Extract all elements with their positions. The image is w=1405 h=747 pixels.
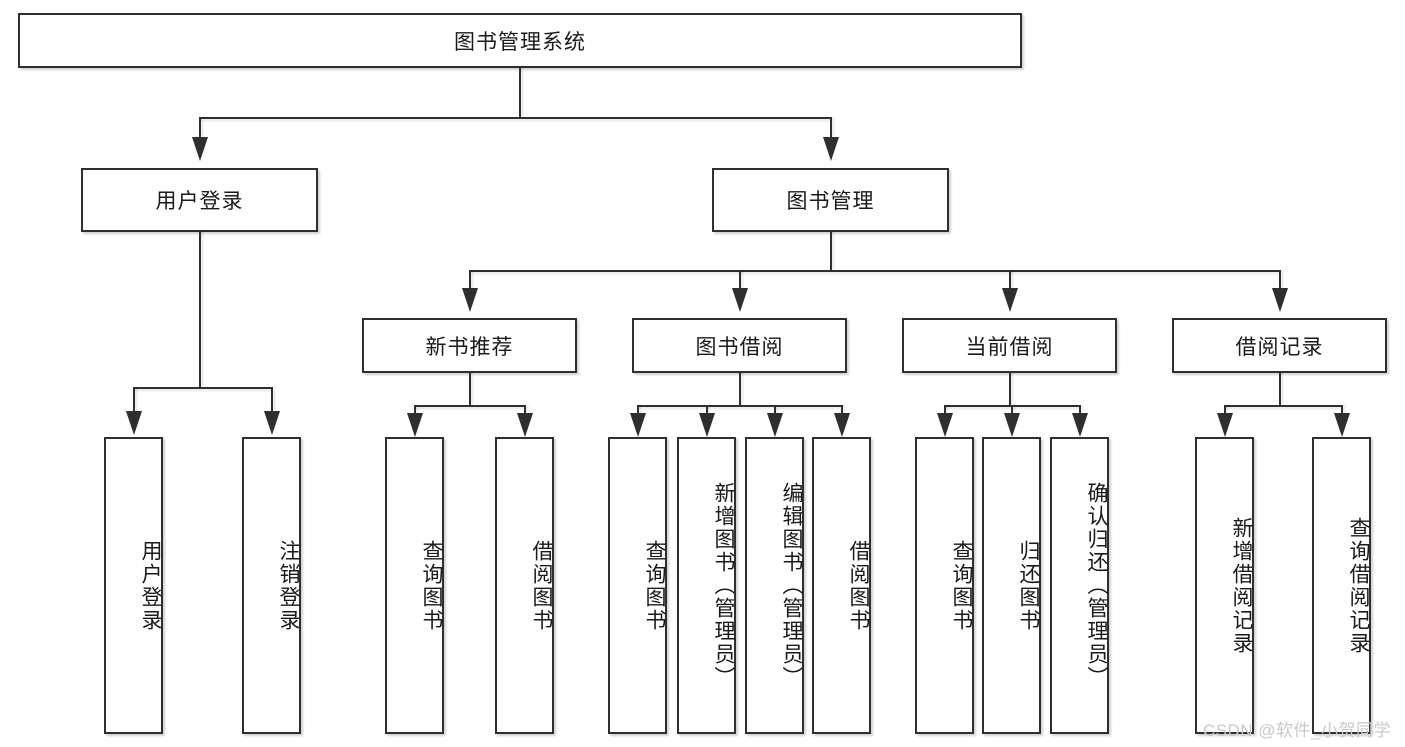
arrowhead-user-login <box>192 137 208 161</box>
leaf-cb-confirm-return-admin[interactable]: 确认归还（管理员） <box>1050 437 1109 734</box>
connector-user-login-stem <box>199 232 201 387</box>
connector-drop-br-add <box>1224 405 1226 413</box>
arrowhead-nb-query <box>407 413 423 437</box>
connector-level1-bus <box>199 117 831 119</box>
leaf-bb-edit-book-admin[interactable]: 编辑图书（管理员） <box>745 437 804 734</box>
node-label: 查询图书 <box>950 539 973 632</box>
arrowhead-bb-borrow <box>834 413 850 437</box>
arrowhead-leaf-user-login <box>126 411 142 435</box>
node-label: 归还图书 <box>1017 539 1040 632</box>
connector-new-book-bus <box>414 405 525 407</box>
connector-drop-leaf-logout <box>271 387 273 411</box>
connector-drop-cb-query <box>944 405 946 413</box>
node-label: 查询图书 <box>643 539 666 632</box>
connector-level2-bus <box>469 270 1280 272</box>
arrowhead-book-manage <box>823 137 839 161</box>
leaf-br-query-record[interactable]: 查询借阅记录 <box>1312 437 1371 734</box>
leaf-nb-query-book[interactable]: 查询图书 <box>385 437 444 734</box>
connector-borrow-record-stem <box>1279 373 1281 405</box>
leaf-cb-return-book[interactable]: 归还图书 <box>982 437 1041 734</box>
connector-drop-borrow-record <box>1279 270 1281 288</box>
arrowhead-borrow-record <box>1272 288 1288 312</box>
leaf-cb-query-book[interactable]: 查询图书 <box>915 437 974 734</box>
connector-drop-bb-edit <box>774 405 776 413</box>
leaf-user-login[interactable]: 用户登录 <box>104 437 163 734</box>
node-label: 新增图书（管理员） <box>712 482 735 689</box>
connector-borrow-record-bus <box>1224 405 1341 407</box>
connector-drop-book-manage <box>830 117 832 137</box>
arrowhead-cb-confirm <box>1072 413 1088 437</box>
node-current-borrow[interactable]: 当前借阅 <box>902 318 1117 373</box>
node-label: 图书借阅 <box>695 335 784 359</box>
node-label: 图书管理 <box>786 190 875 213</box>
arrowhead-new-book <box>462 288 478 312</box>
arrowhead-bb-edit <box>767 413 783 437</box>
arrowhead-bb-add <box>699 413 715 437</box>
connector-drop-br-query <box>1341 405 1343 413</box>
node-label: 借阅图书 <box>530 539 553 632</box>
leaf-bb-borrow-book[interactable]: 借阅图书 <box>812 437 871 734</box>
leaf-br-add-record[interactable]: 新增借阅记录 <box>1195 437 1254 734</box>
node-label: 新增借阅记录 <box>1230 516 1253 655</box>
arrowhead-bb-query <box>630 413 646 437</box>
connector-drop-book-borrow <box>739 270 741 288</box>
arrowhead-br-query <box>1334 413 1350 437</box>
arrowhead-leaf-logout <box>264 411 280 435</box>
connector-drop-user-login <box>199 117 201 137</box>
arrowhead-cb-return <box>1004 413 1020 437</box>
node-label: 确认归还（管理员） <box>1085 482 1108 689</box>
node-label: 用户登录 <box>139 539 162 632</box>
connector-root-stem <box>519 68 521 117</box>
leaf-bb-query-book[interactable]: 查询图书 <box>608 437 667 734</box>
connector-drop-bb-add <box>706 405 708 413</box>
node-new-book-recommend[interactable]: 新书推荐 <box>362 318 577 373</box>
connector-drop-bb-query <box>637 405 639 413</box>
node-label: 用户登录 <box>155 190 244 213</box>
arrowhead-book-borrow <box>732 288 748 312</box>
arrowhead-cb-query <box>937 413 953 437</box>
leaf-bb-add-book-admin[interactable]: 新增图书（管理员） <box>677 437 736 734</box>
node-label: 借阅图书 <box>847 539 870 632</box>
csdn-watermark: CSDN @软件_小贺同学 <box>1202 721 1391 740</box>
node-label: 当前借阅 <box>965 335 1054 359</box>
connector-book-borrow-stem <box>739 373 741 405</box>
node-book-borrow[interactable]: 图书借阅 <box>632 318 847 373</box>
connector-book-borrow-bus <box>637 405 842 407</box>
node-label: 新书推荐 <box>425 335 514 359</box>
node-label: 查询借阅记录 <box>1347 516 1370 655</box>
node-label: 借阅记录 <box>1235 335 1324 359</box>
leaf-logout[interactable]: 注销登录 <box>242 437 301 734</box>
connector-drop-current-borrow <box>1009 270 1011 288</box>
node-borrow-record[interactable]: 借阅记录 <box>1172 318 1387 373</box>
node-book-management[interactable]: 图书管理 <box>712 168 949 232</box>
connector-drop-nb-borrow <box>524 405 526 413</box>
connector-drop-nb-query <box>414 405 416 413</box>
arrowhead-nb-borrow <box>517 413 533 437</box>
connector-drop-bb-borrow <box>841 405 843 413</box>
leaf-nb-borrow-book[interactable]: 借阅图书 <box>495 437 554 734</box>
connector-new-book-stem <box>469 373 471 405</box>
node-label: 注销登录 <box>277 539 300 632</box>
node-label: 图书管理系统 <box>454 30 586 54</box>
node-user-login[interactable]: 用户登录 <box>81 168 318 232</box>
connector-drop-cb-confirm <box>1079 405 1081 413</box>
connector-drop-new-book <box>469 270 471 288</box>
connector-book-manage-stem <box>830 232 832 270</box>
connector-drop-cb-return <box>1011 405 1013 413</box>
node-label: 查询图书 <box>420 539 443 632</box>
node-root-system[interactable]: 图书管理系统 <box>18 13 1022 68</box>
node-label: 编辑图书（管理员） <box>780 482 803 689</box>
connector-drop-leaf-user-login <box>133 387 135 411</box>
arrowhead-current-borrow <box>1002 288 1018 312</box>
connector-user-login-bus <box>133 387 272 389</box>
connector-current-borrow-stem <box>1009 373 1011 405</box>
arrowhead-br-add <box>1217 413 1233 437</box>
